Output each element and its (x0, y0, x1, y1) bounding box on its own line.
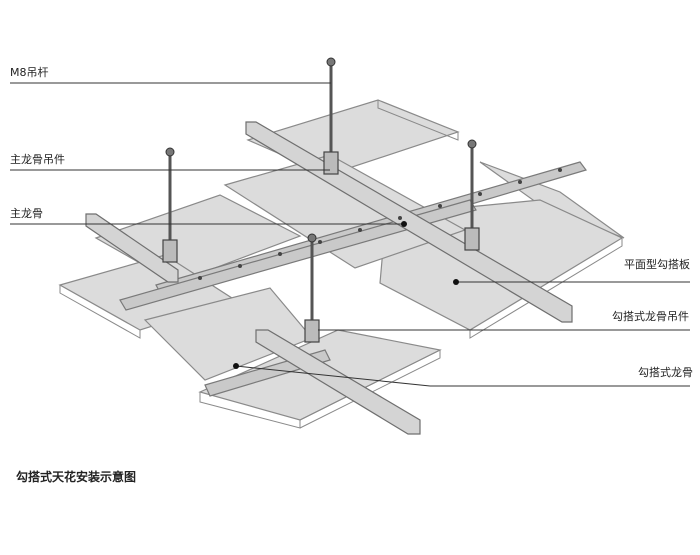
main-runner-front (255, 329, 421, 435)
bracket-2 (162, 239, 178, 263)
leader-dots (233, 221, 459, 369)
bracket-4 (304, 319, 320, 343)
runner-slots (198, 168, 562, 280)
label-m8-hanger-rod: M8吊杆 (10, 66, 49, 79)
hanger-brackets (162, 151, 480, 343)
hook-runner-mid (119, 199, 477, 311)
diagram-caption: 勾搭式天花安装示意图 (16, 470, 137, 484)
label-hook-runner: 勾搭式龙骨 (638, 366, 693, 379)
label-main-runner-hanger: 主龙骨吊件 (10, 153, 65, 166)
label-main-runner: 主龙骨 (10, 207, 43, 220)
bracket-1 (323, 151, 339, 175)
hanger-rods (168, 60, 474, 328)
label-hook-runner-hanger: 勾搭式龙骨吊件 (612, 310, 689, 323)
label-flat-hook-panel: 平面型勾搭板 (624, 258, 690, 271)
leader-hook-runner (235, 365, 431, 387)
bracket-3 (464, 227, 480, 251)
main-runner-left (85, 213, 179, 283)
leader-lines (10, 82, 690, 387)
rod-caps (165, 57, 477, 243)
